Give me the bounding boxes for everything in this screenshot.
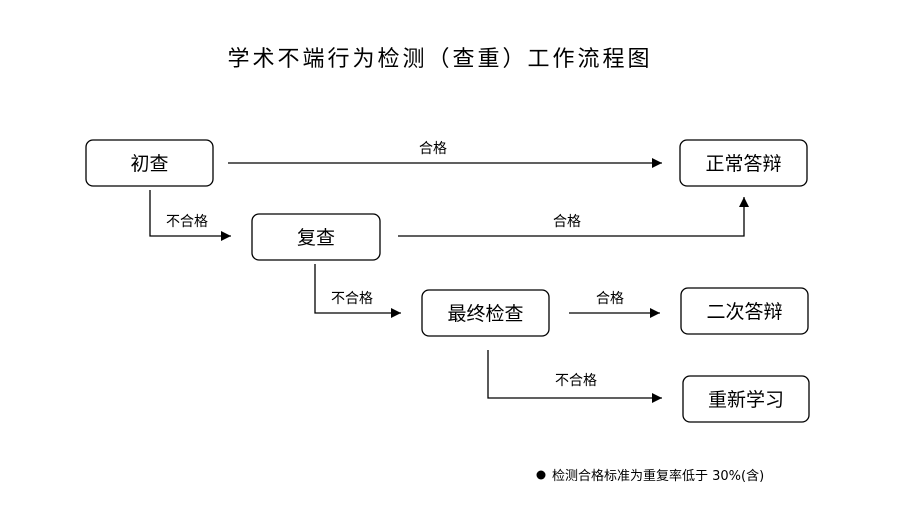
node-recheck: 复查 [251, 213, 381, 261]
node-label-recheck: 复查 [297, 227, 335, 249]
node-initial-check: 初查 [85, 139, 214, 187]
bullet-dot-icon [536, 470, 546, 480]
footnote: 检测合格标准为重复率低于 30%(含) [536, 468, 764, 484]
node-relearn: 重新学习 [682, 375, 810, 423]
node-label-final-check: 最终检查 [447, 303, 523, 325]
edge-initial-fail: 不合格 [149, 190, 231, 241]
footnote-text: 检测合格标准为重复率低于 30%(含) [552, 468, 764, 484]
edge-label-recheck-pass: 合格 [553, 214, 581, 230]
node-label-initial-check: 初查 [130, 153, 168, 175]
edge-label-final-pass: 合格 [596, 291, 624, 307]
node-label-relearn: 重新学习 [708, 389, 784, 411]
node-normal-defense: 正常答辩 [679, 139, 808, 187]
edge-label-initial-pass: 合格 [419, 141, 447, 157]
node-second-defense: 二次答辩 [680, 287, 809, 335]
edge-label-final-fail: 不合格 [555, 373, 597, 389]
edge-initial-pass: 合格 [228, 141, 662, 168]
node-label-normal-defense: 正常答辩 [705, 153, 781, 175]
edge-recheck-fail: 不合格 [314, 264, 401, 318]
edge-final-fail: 不合格 [487, 350, 662, 403]
node-label-second-defense: 二次答辩 [706, 301, 782, 323]
edge-label-initial-fail: 不合格 [166, 214, 208, 230]
edge-label-recheck-fail: 不合格 [331, 291, 373, 307]
node-final-check: 最终检查 [421, 289, 550, 337]
page-title: 学术不端行为检测（查重）工作流程图 [227, 47, 652, 72]
edge-final-pass: 合格 [569, 291, 660, 318]
edge-recheck-pass: 合格 [398, 197, 749, 237]
